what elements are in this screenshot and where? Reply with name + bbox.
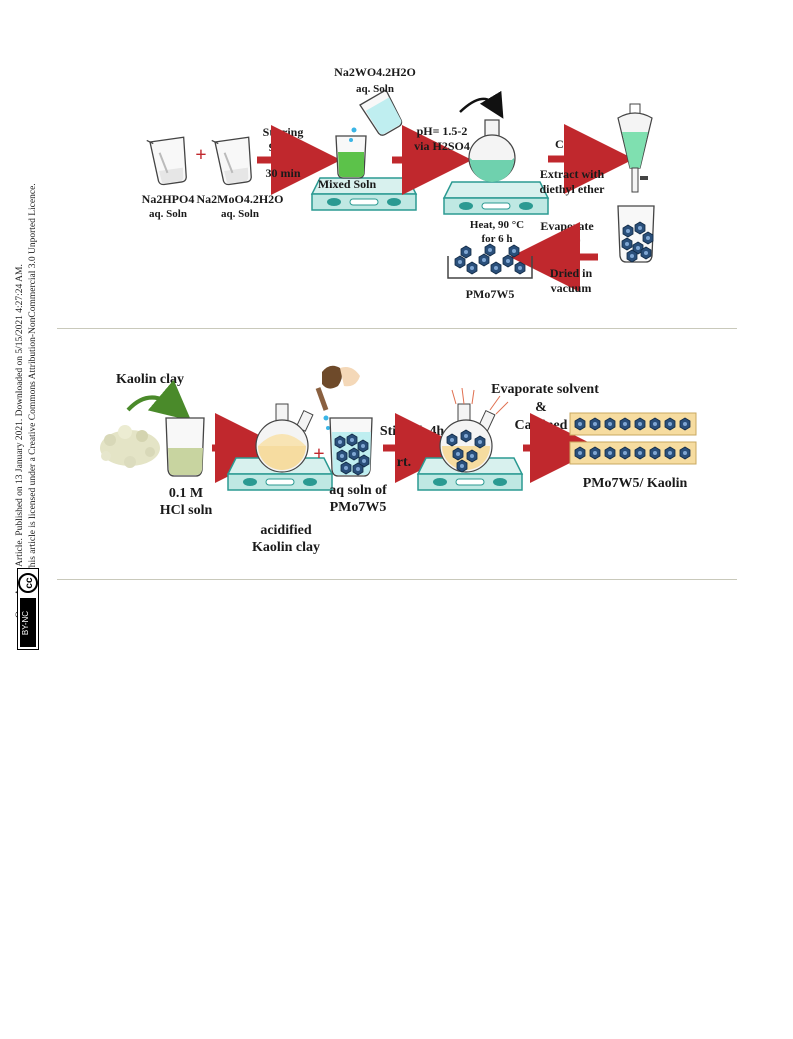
stirrer-2-icon [443,181,549,215]
stirring-time: 30 min [265,166,300,180]
product2-label: PMo7W5/ Kaolin [583,476,688,491]
beaker-crystals-icon [617,205,655,263]
dried-vacuum: vacuum [551,281,592,295]
divider-1 [57,328,737,329]
ph-acid: via H2SO4 [414,139,470,153]
reagent3-name: Na2WO4.2H2O [334,65,416,79]
beaker-na2moo4-icon [211,134,256,187]
extract-label: Extract with [540,167,605,181]
dish-crystals-icon [447,243,533,279]
reagent1-name: Na2HPO4 [142,192,195,206]
evaporate-label: Evaporate [540,219,594,233]
by-nc-label: BY-NC [21,611,30,635]
ph-label: pH= 1.5-2 [417,124,468,138]
hcl-conc: 0.1 M [169,486,203,501]
hcl-label: HCl soln [160,503,213,518]
evapsolv-label: Evaporate solvent [491,382,599,397]
round-flask-1-icon [459,90,516,182]
heat-time: for 6 h [482,233,513,245]
stirred-rt: rt. [397,455,411,470]
acidified-kaolin: Kaolin clay [252,540,320,555]
license-sidebar: Open Access Article. Published on 13 Jan… [0,0,46,1039]
dried-label: Dried in [550,266,593,280]
stirring-temp: 90 °C [269,140,297,154]
aq-sol-pmow: PMo7W5 [330,500,387,515]
beaker-na2wo4-icon [359,89,403,136]
amp-label: & [535,400,547,415]
heat-label: Heat, 90 °C [470,219,524,231]
calcined-label: Calcined [515,418,568,433]
plus-sign-1: + [195,144,206,166]
product1-label: PMo7W5 [466,287,515,301]
stirring-label: Stirring [263,125,304,139]
evaporate-ether: ether [554,234,581,248]
reagent1-sol: aq. Soln [149,208,187,220]
cc-by-nc-badge[interactable]: cc BY-NC [17,568,39,650]
acidified-label: acidified [260,523,312,538]
kaolin-powder-icon [100,425,160,468]
twoneck-flask-2-icon [439,387,509,473]
beaker-pmow-icon [329,417,373,477]
cooled-label: Cooled [555,137,591,151]
extract-solvent: diethyl ether [540,182,606,196]
mixed-sol-label: Mixed Soln [318,177,377,191]
curved-arrow-icon [126,379,192,421]
kaolin-composite-icon [569,412,697,465]
beaker-kaolin-icon [165,417,205,477]
separatory-funnel-icon [617,103,653,193]
reagent2-name: Na2MoO4.2H2O [197,192,284,206]
reagent3-sol: aq. Soln [356,83,394,95]
beaker-mixed-icon [335,135,367,179]
dropper-hand-icon [315,365,360,430]
twoneck-flask-1-icon [255,403,314,473]
cc-icon: cc [24,577,35,589]
beaker-na2hpo4-icon [146,134,191,187]
plus-sign-2: + [313,443,324,465]
stirred-label: Stirred, 4h [380,424,445,439]
divider-2 [57,579,737,580]
kaolin-label: Kaolin clay [116,372,184,387]
reagent2-sol: aq. Soln [221,208,259,220]
aq-sol-label: aq soln of [329,483,387,498]
